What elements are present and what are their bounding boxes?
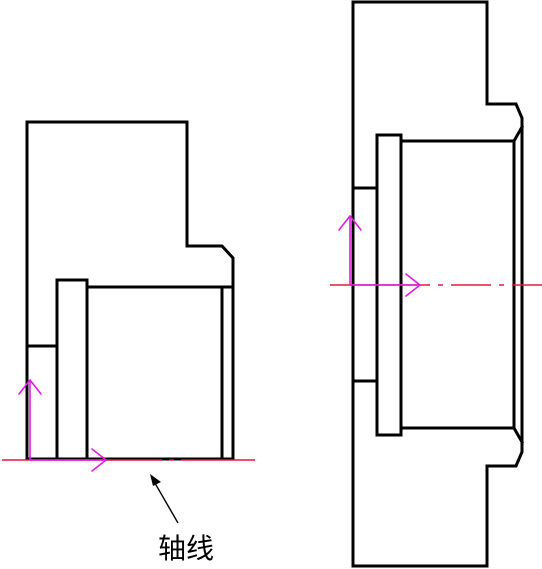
left-coordinate-arrows (18, 379, 107, 472)
left-x-arrow-head (91, 448, 107, 472)
right-outer-profile (351, 0, 524, 568)
right-x-arrow-head (405, 273, 421, 297)
right-chamfer-bottom (511, 425, 525, 445)
right-coordinate-arrows (338, 215, 421, 297)
axis-leader-arrow (150, 474, 179, 524)
left-half-section-view: 轴线 (2, 120, 255, 565)
left-outer-profile (25, 120, 235, 461)
right-chamfer-top (511, 124, 525, 144)
right-full-section-view (330, 0, 542, 568)
right-y-arrow-head (338, 215, 362, 231)
left-ring-rect (55, 278, 89, 461)
axis-label: 轴线 (158, 532, 214, 565)
leader-line (151, 477, 179, 524)
left-y-arrow-head (18, 379, 42, 395)
leader-arrowhead (150, 474, 161, 486)
